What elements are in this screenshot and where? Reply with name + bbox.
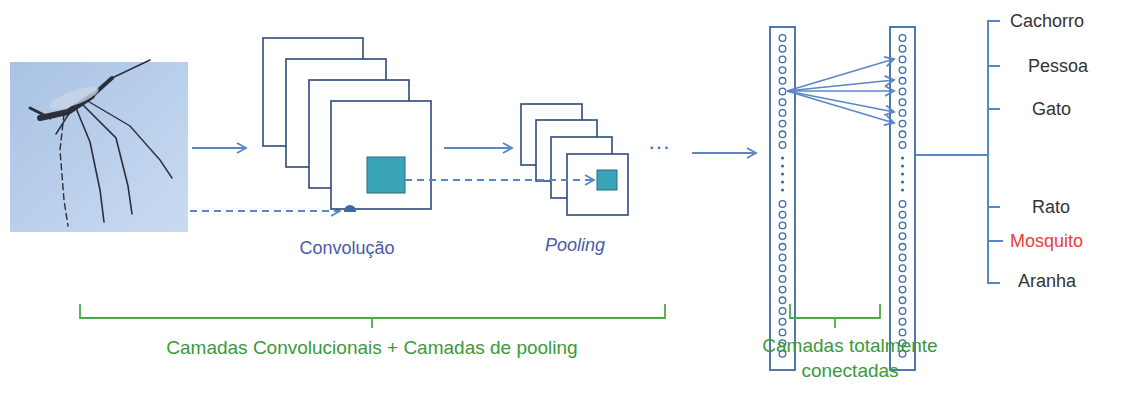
class-label: Pessoa [1028, 55, 1088, 77]
group-bracket [80, 304, 880, 328]
flatten-arrow [692, 152, 756, 154]
class-label: Gato [1032, 98, 1071, 120]
group-label: Camadas Convolucionais + Camadas de pool… [92, 335, 652, 360]
group-label: Camadas totalmente conectadas [750, 333, 950, 383]
class-label: Mosquito [1010, 230, 1083, 252]
layer-stack [262, 37, 432, 212]
convolution-stack: Convolução [262, 37, 432, 212]
dense-layers [770, 27, 915, 370]
receptive-arrow [190, 210, 340, 212]
mosquito-photo [10, 60, 188, 232]
class-label: Cachorro [1010, 10, 1084, 32]
layer-caption: Pooling [545, 235, 605, 256]
flow-arrow [444, 147, 512, 149]
layer-stack [520, 103, 630, 217]
ellipsis: ··· [648, 136, 670, 158]
class-label: Aranha [1018, 270, 1076, 292]
output-bracket [915, 21, 1003, 283]
pooling-stack: Pooling [520, 103, 630, 217]
input-arrow [192, 147, 246, 149]
class-label: Rato [1032, 196, 1070, 218]
layer-caption: Convolução [299, 238, 394, 259]
